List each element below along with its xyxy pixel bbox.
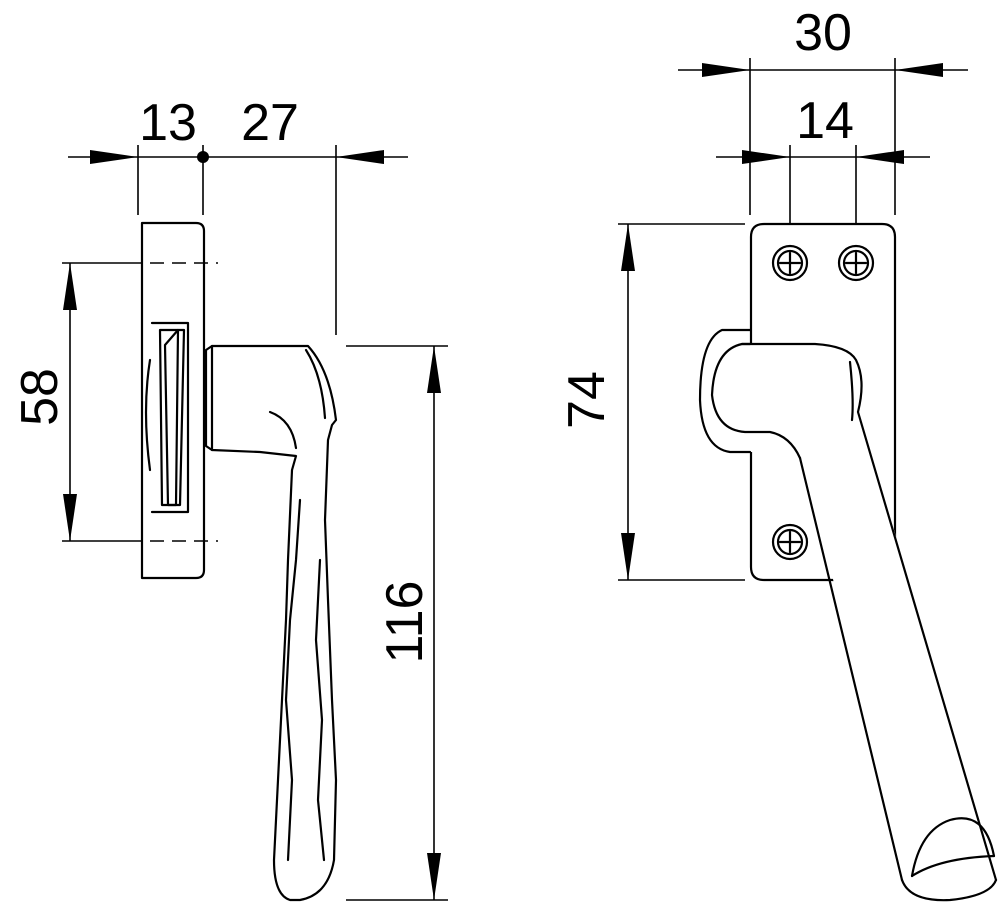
dim-label-13: 13 xyxy=(139,94,197,152)
front-view: 30 14 74 xyxy=(558,4,998,902)
dim-13-27: 13 27 xyxy=(68,94,408,335)
dim-58: 58 xyxy=(11,262,128,542)
dim-74: 74 xyxy=(558,223,745,581)
screw-top-right xyxy=(837,244,875,282)
dim-label-74: 74 xyxy=(558,371,616,429)
side-view: 13 27 58 xyxy=(11,94,448,902)
dim-label-116: 116 xyxy=(376,581,434,664)
handle-side-profile xyxy=(204,344,338,902)
dim-14: 14 xyxy=(716,92,930,225)
dim-label-27: 27 xyxy=(241,94,299,152)
handle-front xyxy=(698,328,998,902)
rosette-plate-side xyxy=(128,221,218,580)
screw-top-left xyxy=(771,244,809,282)
dim-label-14: 14 xyxy=(796,92,854,150)
screw-bottom xyxy=(771,523,809,561)
dim-30: 30 xyxy=(678,4,968,215)
dim-116: 116 xyxy=(346,345,448,901)
dim-label-30: 30 xyxy=(794,4,852,62)
dim-label-58: 58 xyxy=(11,368,69,426)
